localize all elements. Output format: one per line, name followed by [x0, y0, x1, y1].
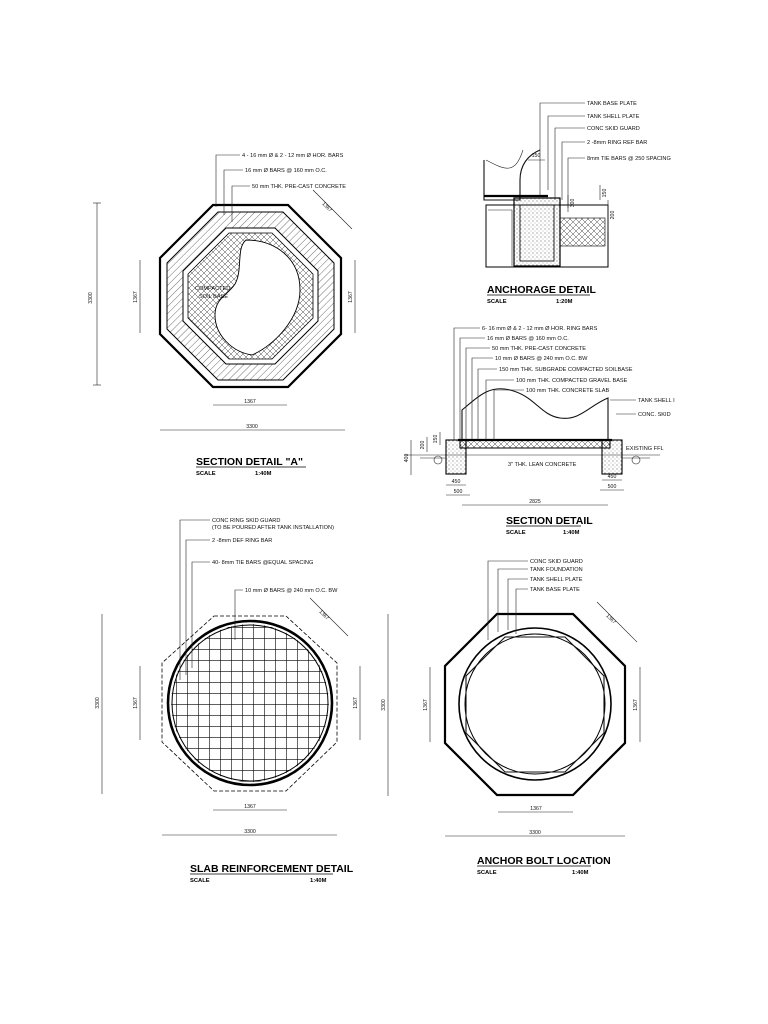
anchor-scale-label: SCALE: [477, 870, 497, 876]
slab-dim-overall-h: 3300: [244, 829, 256, 835]
anchorage-scale-label: SCALE: [487, 299, 507, 305]
section-note-ffl: EXISTING FFL: [626, 446, 664, 452]
slab-label-1: CONC RING SKID GUARD: [212, 518, 280, 524]
section-label-1: 6- 16 mm Ø & 2 - 12 mm Ø HOR. RING BARS: [482, 326, 598, 332]
slab-dim-side-left: 1367: [133, 697, 139, 709]
section-dim-h2: 150: [433, 435, 439, 444]
slab-label-3: 2 -8mm DEF RING BAR: [212, 538, 272, 544]
dim-overall-h: 3300: [246, 424, 258, 430]
anchorage-dim-1: 150: [532, 153, 541, 159]
slab-reinforcement-detail: CONC RING SKID GUARD (TO BE POURED AFTER…: [95, 518, 361, 884]
slab-dim-diag: 1367: [318, 609, 330, 621]
soil-label-2: SOIL BASE: [199, 294, 228, 300]
section-label-9: CONC. SKID: [638, 412, 671, 418]
anchor-label-1: CONC SKID GUARD: [530, 559, 583, 565]
section-label-5: 150 mm THK. SUBGRADE COMPACTED SOILBASE: [499, 367, 633, 373]
dim-side-left: 1367: [133, 291, 139, 303]
section-label-3: 50 mm THK. PRE-CAST CONCRETE: [492, 346, 586, 352]
section-note-lean: 3" THK. LEAN CONCRETE: [508, 462, 577, 468]
section-a-detail: 3300 3300 1367 1367 1367 1367 COMPACTED …: [88, 153, 356, 477]
section-dim-h1: 200: [420, 441, 426, 450]
anchorage-label-4: 2 -8mm RING REF BAR: [587, 140, 647, 146]
anchor-dim-diag: 1367: [605, 613, 617, 625]
section-label-2: 16 mm Ø BARS @ 160 mm O.C.: [487, 336, 569, 342]
section-scale-value: 1:40M: [563, 530, 580, 536]
anchorage-label-3: CONC SKID GUARD: [587, 126, 640, 132]
anchor-bolt-detail: CONC SKID GUARD TANK FOUNDATION TANK SHE…: [381, 559, 641, 876]
section-label-6: 100 mm THK. COMPACTED GRAVEL BASE: [516, 378, 628, 384]
section-dim-left-a: 450: [452, 479, 461, 485]
anchorage-label-1: TANK BASE PLATE: [587, 101, 637, 107]
section-label-8: TANK SHELL I: [638, 398, 675, 404]
slab-scale-value: 1:40M: [310, 878, 327, 884]
anchor-label-4: TANK BASE PLATE: [530, 587, 580, 593]
anchorage-scale-value: 1:20M: [556, 299, 573, 305]
section-label-7: 100 mm THK. CONCRETE SLAB: [526, 388, 609, 394]
slab-dim-side-right: 1367: [353, 697, 359, 709]
section-dim-left-b: 500: [454, 489, 463, 495]
anchorage-label-2: TANK SHELL PLATE: [587, 114, 640, 120]
slab-label-4: 40- 8mm TIE BARS @EQUAL SPACING: [212, 560, 313, 566]
section-dim-span: 2825: [529, 499, 541, 505]
dim-side-right: 1367: [348, 291, 354, 303]
anchorage-title: ANCHORAGE DETAIL: [487, 284, 596, 296]
anchor-dim-side-h: 1367: [530, 806, 542, 812]
section-a-scale-label: SCALE: [196, 471, 216, 477]
anchor-dim-side-left: 1367: [423, 699, 429, 711]
slab-title: SLAB REINFORCEMENT DETAIL: [190, 863, 354, 875]
section-label-4: 10 mm Ø BARS @ 240 mm O.C. BW: [495, 356, 588, 362]
section-dim-h3: 400: [404, 454, 410, 463]
slab-label-5: 10 mm Ø BARS @ 240 mm O.C. BW: [245, 588, 338, 594]
slab-scale-label: SCALE: [190, 878, 210, 884]
anchorage-dim-4: 200: [610, 211, 616, 220]
section-a-scale-value: 1:40M: [255, 471, 272, 477]
section-a-title: SECTION DETAIL "A": [196, 456, 303, 468]
anchorage-detail: TANK BASE PLATE TANK SHELL PLATE CONC SK…: [483, 101, 671, 305]
anchor-dim-overall-v: 3300: [381, 699, 387, 711]
soil-label-1: COMPACTED: [195, 286, 230, 292]
anchor-dim-side-right: 1367: [633, 699, 639, 711]
anchorage-dim-3: 300: [570, 199, 576, 208]
section-a-label-3: 50 mm THK. PRE-CAST CONCRETE: [252, 184, 346, 190]
anchorage-dim-2: 150: [602, 189, 608, 198]
anchor-label-3: TANK SHELL PLATE: [530, 577, 583, 583]
slab-dim-overall-v: 3300: [95, 697, 101, 709]
slab-dim-side-h: 1367: [244, 804, 256, 810]
anchorage-label-5: 8mm TIE BARS @ 250 SPACING: [587, 156, 671, 162]
section-dim-right-a: 450: [608, 474, 617, 480]
dim-overall-v: 3300: [88, 292, 94, 304]
anchor-scale-value: 1:40M: [572, 870, 589, 876]
slab-label-2: (TO BE POURED AFTER TANK INSTALLATION): [212, 525, 334, 531]
dim-side-h: 1367: [244, 399, 256, 405]
anchor-label-2: TANK FOUNDATION: [530, 567, 583, 573]
section-scale-label: SCALE: [506, 530, 526, 536]
dim-diag: 1367: [321, 201, 333, 213]
section-a-label-1: 4 - 16 mm Ø & 2 - 12 mm Ø HOR. BARS: [242, 153, 344, 159]
anchor-dim-overall-h: 3300: [529, 830, 541, 836]
section-a-label-2: 16 mm Ø BARS @ 160 mm O.C.: [245, 168, 327, 174]
section-title: SECTION DETAIL: [506, 515, 593, 527]
section-detail: EXISTING FFL 3" THK. LEAN CONCRETE 6- 16…: [404, 326, 675, 536]
anchor-title: ANCHOR BOLT LOCATION: [477, 855, 611, 867]
section-dim-right-b: 500: [608, 484, 617, 490]
